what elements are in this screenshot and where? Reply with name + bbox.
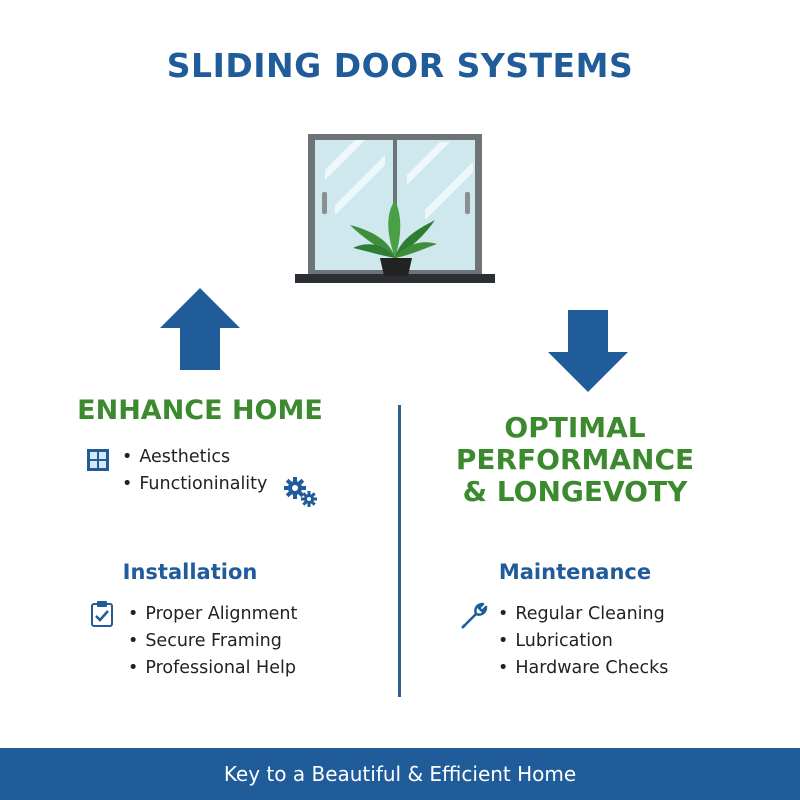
list-item: Proper Alignment — [128, 601, 297, 628]
center-divider — [398, 405, 401, 697]
list-item: Lubrication — [498, 628, 668, 655]
heading-line: OPTIMAL — [504, 411, 646, 444]
arrow-up-icon — [160, 288, 240, 370]
list-item: Aesthetics — [122, 444, 267, 471]
footer-banner: Key to a Beautiful & Efficient Home — [0, 748, 800, 800]
maintenance-heading: Maintenance — [498, 560, 652, 584]
arrow-down-icon — [548, 310, 628, 392]
list-item: Secure Framing — [128, 628, 297, 655]
window-grid-icon — [87, 449, 109, 471]
plant-icon — [350, 200, 437, 276]
enhance-home-list: Aesthetics Functioninality — [122, 444, 267, 498]
heading-line: PERFORMANCE — [455, 443, 695, 476]
sliding-window-illustration — [295, 134, 495, 283]
clipboard-check-icon — [91, 601, 113, 627]
gears-icon — [284, 477, 317, 507]
list-item: Regular Cleaning — [498, 601, 668, 628]
maintenance-list: Regular Cleaning Lubrication Hardware Ch… — [498, 601, 668, 682]
wrench-icon — [461, 602, 488, 629]
installation-heading: Installation — [122, 560, 258, 584]
list-item: Functioninality — [122, 471, 267, 498]
list-item: Hardware Checks — [498, 655, 668, 682]
heading-line: & LONGEVOTY — [462, 475, 688, 508]
list-item: Professional Help — [128, 655, 297, 682]
installation-list: Proper Alignment Secure Framing Professi… — [128, 601, 297, 682]
optimal-performance-heading: OPTIMAL PERFORMANCE & LONGEVOTY — [430, 412, 720, 508]
enhance-home-heading: ENHANCE HOME — [77, 395, 323, 426]
page-title: SLIDING DOOR SYSTEMS — [166, 46, 634, 85]
